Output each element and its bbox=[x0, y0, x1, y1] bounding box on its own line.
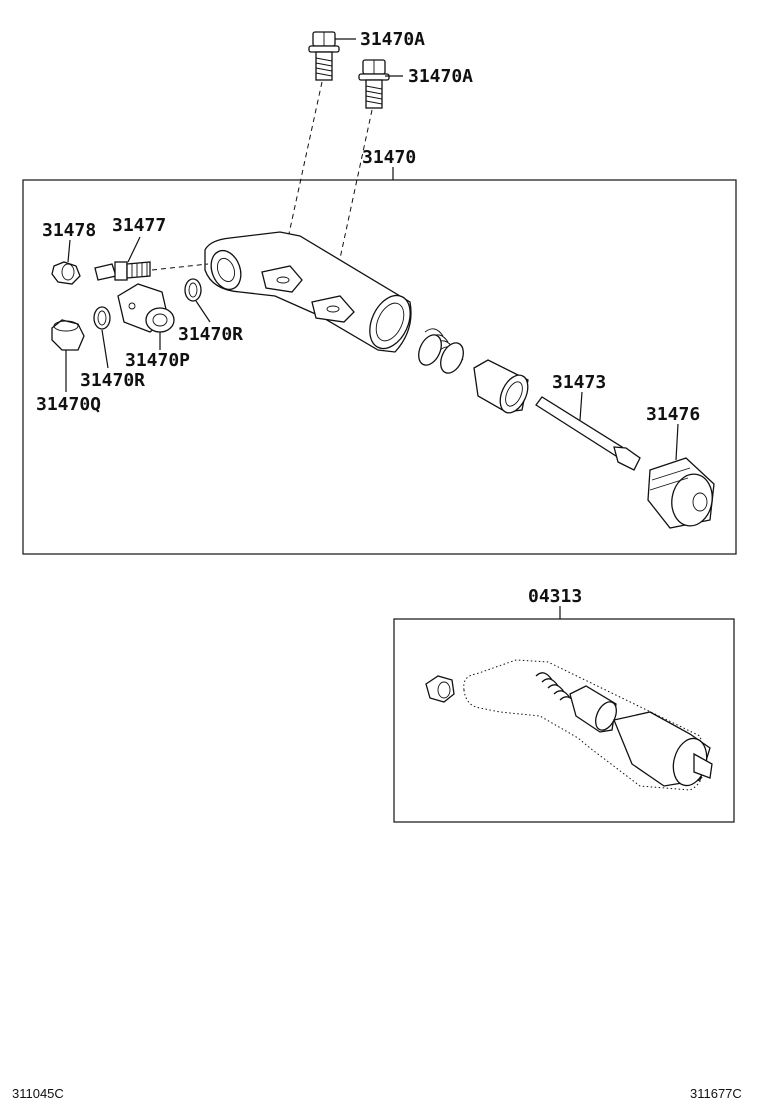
bolt-31470a-upper bbox=[308, 31, 356, 81]
cylinder-body bbox=[204, 231, 412, 353]
label-31470p: 31470P bbox=[125, 350, 190, 371]
label-31470a-upper: 31470A bbox=[360, 29, 425, 50]
piston bbox=[473, 359, 529, 414]
label-31470r-left: 31470R bbox=[80, 370, 145, 391]
label-31478: 31478 bbox=[42, 220, 96, 241]
boot bbox=[647, 457, 715, 529]
union-31470p bbox=[117, 283, 175, 333]
plug-31470q bbox=[51, 319, 85, 351]
washer-31470r-left bbox=[93, 306, 111, 330]
push-rod bbox=[535, 396, 641, 471]
footer-code-left: 311045C bbox=[12, 1086, 64, 1101]
washer-31470r-right bbox=[184, 278, 202, 302]
label-31470q: 31470Q bbox=[36, 394, 101, 415]
label-31473: 31473 bbox=[552, 372, 606, 393]
label-31476: 31476 bbox=[646, 404, 700, 425]
assembly-box bbox=[22, 179, 737, 555]
bleeder-31477 bbox=[94, 261, 151, 281]
label-31477: 31477 bbox=[112, 215, 166, 236]
bolt-31470a-lower bbox=[358, 59, 403, 109]
label-31470r-right: 31470R bbox=[178, 324, 243, 345]
label-31470: 31470 bbox=[362, 147, 416, 168]
plug-31478 bbox=[51, 261, 81, 285]
label-31470a-lower: 31470A bbox=[408, 66, 473, 87]
footer-code-right: 311677C bbox=[690, 1086, 742, 1101]
spring bbox=[418, 328, 464, 374]
kit-assembly-drawing bbox=[425, 659, 713, 791]
kit-box bbox=[393, 618, 735, 823]
label-04313: 04313 bbox=[528, 586, 582, 607]
